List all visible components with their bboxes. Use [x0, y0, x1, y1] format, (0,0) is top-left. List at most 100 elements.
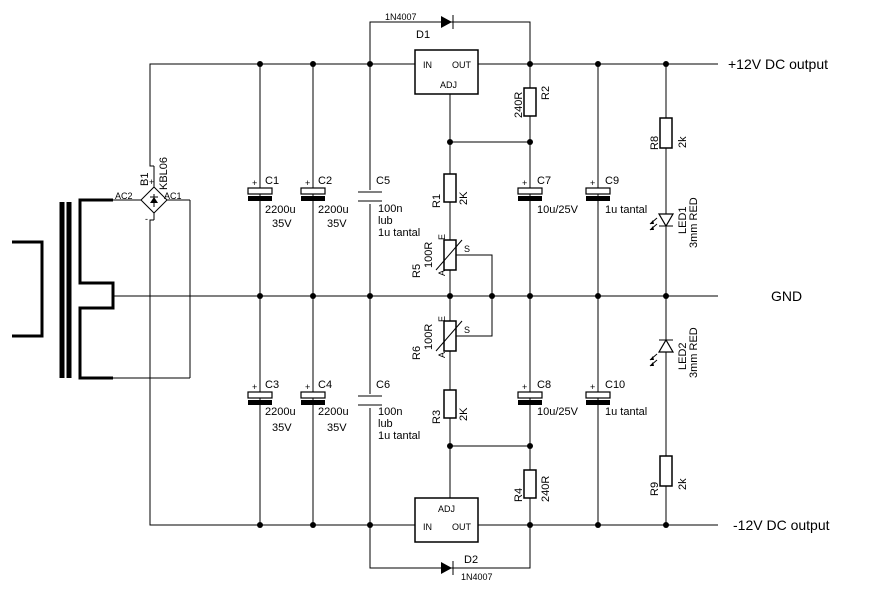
- bridge-ac2-label: AC2: [115, 191, 133, 201]
- pot-r6: [443, 320, 457, 352]
- resistor-r1: [443, 173, 457, 203]
- c6-value: 100n: [378, 406, 402, 418]
- secondary-winding-lower: [78, 296, 115, 380]
- led2: [649, 338, 675, 367]
- c3-ref: C3: [265, 379, 279, 391]
- r6-a: A: [437, 352, 447, 358]
- neg-regulator: [414, 497, 479, 543]
- r8-ref: R8: [649, 136, 661, 150]
- r6-value: 100R: [423, 324, 435, 350]
- c6-alt1: lub: [378, 418, 393, 430]
- capacitor-c7: [517, 187, 543, 201]
- r5-value: 100R: [423, 242, 435, 268]
- r5-e: E: [437, 234, 447, 240]
- primary-winding: [12, 240, 44, 338]
- diode-d2: [441, 561, 454, 575]
- led2-ref: LED2: [677, 342, 689, 370]
- capacitor-c4: [300, 391, 326, 405]
- c10-value: 1u tantal: [605, 406, 647, 418]
- capacitor-c9: [585, 187, 611, 201]
- c8-plus: +: [522, 382, 527, 392]
- pot-r6-arrow: [435, 320, 463, 352]
- capacitor-c6: [356, 394, 384, 408]
- transformer: [12, 198, 115, 380]
- r3-ref: R3: [431, 410, 443, 424]
- c7-plus: +: [522, 178, 527, 188]
- resistor-r4: [523, 469, 537, 499]
- bridge-ac1-label: AC1: [164, 191, 182, 201]
- r2-value: 240R: [513, 92, 525, 118]
- led1: [649, 213, 675, 231]
- c8-ref: C8: [537, 379, 551, 391]
- capacitor-c3: [247, 391, 273, 405]
- c2-value: 2200u: [318, 204, 349, 216]
- c7-value: 10u/25V: [537, 204, 579, 216]
- bridge-part: KBL06: [158, 157, 170, 190]
- gnd-label: GND: [771, 288, 802, 304]
- capacitor-c2: [300, 187, 326, 201]
- c4-plus: +: [305, 382, 310, 392]
- c6-alt2: 1u tantal: [378, 430, 420, 442]
- c9-ref: C9: [605, 175, 619, 187]
- d2-ref: D2: [464, 554, 478, 566]
- pot-r6-wiper: [456, 296, 493, 337]
- bridge-minus: -: [145, 214, 148, 224]
- resistor-r8: [659, 117, 673, 149]
- d1-ref: D1: [416, 29, 430, 41]
- c1-voltage: 35V: [272, 218, 292, 230]
- c10-plus: +: [590, 382, 595, 392]
- junction-dots: [257, 61, 669, 528]
- bridge-ref: B1: [139, 173, 151, 186]
- neg-reg-out: OUT: [452, 522, 472, 532]
- pot-r5-arrow: [435, 239, 463, 271]
- secondary-winding-upper: [78, 198, 115, 296]
- r6-e: E: [437, 316, 447, 322]
- c3-voltage: 35V: [272, 422, 292, 434]
- pot-r5-wiper: [456, 254, 493, 296]
- c5-alt2: 1u tantal: [378, 227, 420, 239]
- pos-regulator: [414, 49, 479, 95]
- pos-output-label: +12V DC output: [728, 56, 828, 72]
- r9-ref: R9: [649, 482, 661, 496]
- pot-r5: [443, 239, 457, 271]
- c2-voltage: 35V: [327, 218, 347, 230]
- neg-output-label: -12V DC output: [733, 517, 830, 533]
- neg-reg-in: IN: [423, 522, 432, 532]
- c5-alt1: lub: [378, 215, 393, 227]
- capacitor-c1: [247, 187, 273, 201]
- resistor-r3: [443, 389, 457, 419]
- resistor-r9: [659, 455, 673, 487]
- r9-value: 2k: [677, 478, 689, 490]
- c2-plus: +: [305, 178, 310, 188]
- neg-unreg-rail: [149, 219, 415, 526]
- c4-voltage: 35V: [327, 422, 347, 434]
- pos-unreg-rail: [149, 63, 415, 167]
- c2-ref: C2: [318, 175, 332, 187]
- r8-value: 2k: [677, 136, 689, 148]
- r6-ref: R6: [411, 346, 423, 360]
- c5-value: 100n: [378, 203, 402, 215]
- r5-a: A: [437, 270, 447, 276]
- led1-part: 3mm RED: [688, 197, 700, 248]
- c1-ref: C1: [265, 175, 279, 187]
- pos-reg-out: OUT: [452, 60, 472, 70]
- led2-part: 3mm RED: [688, 327, 700, 378]
- c9-value: 1u tantal: [605, 204, 647, 216]
- bridge-rectifier: [140, 186, 168, 214]
- pos-reg-in: IN: [423, 60, 432, 70]
- c6-ref: C6: [376, 379, 390, 391]
- neg-reg-adj: ADJ: [438, 504, 455, 514]
- r5-s: S: [464, 244, 470, 254]
- c8-value: 10u/25V: [537, 406, 579, 418]
- r5-ref: R5: [411, 264, 423, 278]
- d1-part: 1N4007: [385, 12, 417, 22]
- r3-value: 2K: [458, 407, 470, 421]
- pos-reg-adj: ADJ: [440, 80, 457, 90]
- c10-ref: C10: [605, 379, 625, 391]
- r4-value: 240R: [540, 476, 552, 502]
- bridge-plus: +: [149, 177, 154, 187]
- c4-ref: C4: [318, 379, 332, 391]
- c3-plus: +: [252, 382, 257, 392]
- diode-d1: [441, 15, 454, 29]
